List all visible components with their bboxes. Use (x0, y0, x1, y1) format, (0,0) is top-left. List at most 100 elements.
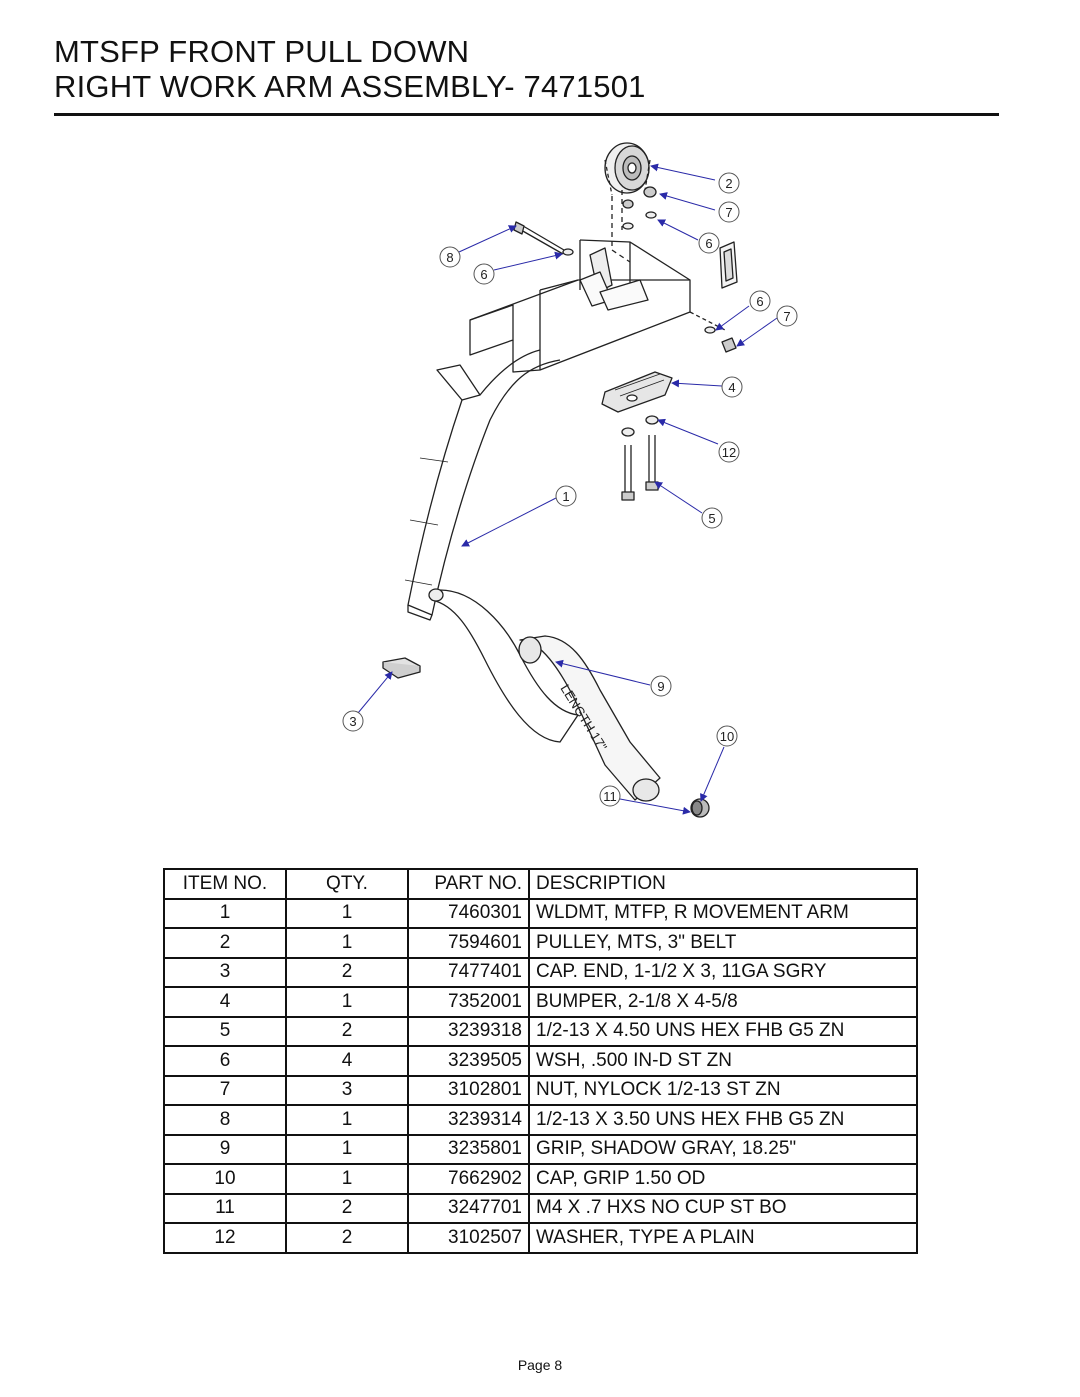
title-underline (54, 113, 999, 116)
callout-label: 1 (562, 489, 569, 504)
cell-description: WSH, .500 IN-D ST ZN (528, 1045, 918, 1077)
cell-item-no: 4 (163, 986, 287, 1018)
callout-label: 11 (603, 789, 617, 804)
callout-balloon: 4 (721, 376, 743, 398)
callout-label: 6 (480, 267, 487, 282)
bumper-bolts-drawing (621, 415, 659, 501)
callout-balloon: 7 (718, 201, 740, 223)
callout-label: 10 (720, 729, 734, 744)
callout-label: 8 (446, 250, 453, 265)
cell-item-no: 12 (163, 1222, 287, 1254)
cell-description: CAP. END, 1-1/2 X 3, 11GA SGRY (528, 956, 918, 988)
callout-balloon: 5 (701, 507, 723, 529)
callout-label: 6 (756, 294, 763, 309)
grip-drawing (518, 635, 661, 802)
callout-label: 5 (708, 511, 715, 526)
callout-label: 12 (722, 445, 736, 460)
cell-qty: 3 (285, 1074, 409, 1106)
cell-description: CAP, GRIP 1.50 OD (528, 1163, 918, 1195)
cell-qty: 2 (285, 1015, 409, 1047)
callout-leaders (357, 163, 778, 815)
header-item-no: ITEM NO. (163, 868, 287, 900)
cell-description: WLDMT, MTFP, R MOVEMENT ARM (528, 897, 918, 929)
cell-part-no: 3235801 (407, 1133, 530, 1165)
bumper-pad-drawing (719, 241, 738, 289)
cell-item-no: 3 (163, 956, 287, 988)
cell-description: PULLEY, MTS, 3" BELT (528, 927, 918, 959)
callout-label: 7 (725, 205, 732, 220)
header-description: DESCRIPTION (528, 868, 918, 900)
cell-qty: 1 (285, 1133, 409, 1165)
cell-part-no: 7460301 (407, 897, 530, 929)
cell-qty: 1 (285, 986, 409, 1018)
parts-table-header: ITEM NO. QTY. PART NO. DESCRIPTION (163, 868, 918, 900)
cell-item-no: 1 (163, 897, 287, 929)
cell-part-no: 3247701 (407, 1192, 530, 1224)
callout-balloon: 1 (555, 485, 577, 507)
bolt-8-drawing (513, 221, 574, 256)
cell-description: 1/2-13 X 4.50 UNS HEX FHB G5 ZN (528, 1015, 918, 1047)
cell-qty: 2 (285, 1192, 409, 1224)
cell-part-no: 3102507 (407, 1222, 530, 1254)
cell-part-no: 3239318 (407, 1015, 530, 1047)
cell-qty: 1 (285, 897, 409, 929)
callout-balloon: 6 (749, 290, 771, 312)
callout-label: 2 (725, 176, 732, 191)
cell-description: GRIP, SHADOW GRAY, 18.25" (528, 1133, 918, 1165)
callout-balloons: 2 7 6 8 6 6 7 4 (342, 172, 798, 807)
cell-part-no: 3102801 (407, 1074, 530, 1106)
callout-label: 3 (349, 714, 356, 729)
callout-balloon: 6 (473, 263, 495, 285)
callout-balloon: 2 (718, 172, 740, 194)
cell-item-no: 10 (163, 1163, 287, 1195)
cell-qty: 2 (285, 956, 409, 988)
cell-item-no: 5 (163, 1015, 287, 1047)
callout-balloon: 10 (716, 725, 738, 747)
callout-balloon: 6 (698, 232, 720, 254)
grip-cap-drawing (690, 798, 710, 818)
callout-balloon: 12 (718, 441, 740, 463)
cell-part-no: 7352001 (407, 986, 530, 1018)
pulley-hardware (611, 186, 657, 263)
arm-frame-drawing (469, 239, 737, 373)
cell-description: 1/2-13 X 3.50 UNS HEX FHB G5 ZN (528, 1104, 918, 1136)
cell-part-no: 3239314 (407, 1104, 530, 1136)
cell-item-no: 6 (163, 1045, 287, 1077)
cell-description: NUT, NYLOCK 1/2-13 ST ZN (528, 1074, 918, 1106)
cell-qty: 1 (285, 927, 409, 959)
bumper-drawing (601, 371, 673, 413)
assembly-diagram: LENGTH 17" 2 7 6 8 (342, 142, 798, 818)
cell-part-no: 7594601 (407, 927, 530, 959)
callout-label: 7 (783, 309, 790, 324)
cell-part-no: 3239505 (407, 1045, 530, 1077)
page-number: Page 8 (517, 1357, 563, 1373)
callout-label: 9 (657, 679, 664, 694)
cell-qty: 4 (285, 1045, 409, 1077)
cell-item-no: 8 (163, 1104, 287, 1136)
end-cap-drawing (382, 657, 421, 679)
pulley-drawing (604, 142, 651, 196)
cell-part-no: 7662902 (407, 1163, 530, 1195)
cell-item-no: 7 (163, 1074, 287, 1106)
callout-label: 6 (705, 236, 712, 251)
cell-description: WASHER, TYPE A PLAIN (528, 1222, 918, 1254)
header-part-no: PART NO. (407, 868, 530, 900)
cell-qty: 1 (285, 1163, 409, 1195)
page-title: MTSFP FRONT PULL DOWN RIGHT WORK ARM ASS… (54, 34, 646, 104)
cell-description: BUMPER, 2-1/8 X 4-5/8 (528, 986, 918, 1018)
callout-balloon: 3 (342, 710, 364, 732)
cell-qty: 2 (285, 1222, 409, 1254)
handle-tube-drawing (428, 588, 579, 743)
callout-balloon: 11 (599, 785, 621, 807)
